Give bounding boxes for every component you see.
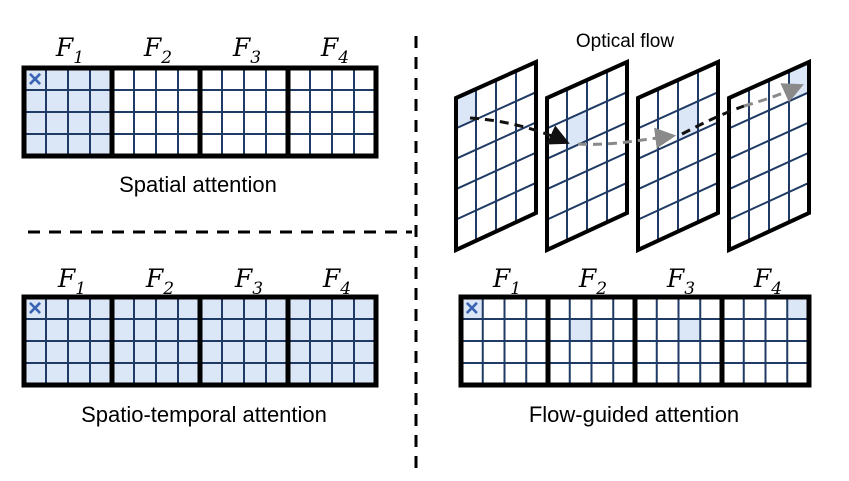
attended-cell <box>787 297 809 319</box>
frame-border <box>285 65 379 159</box>
spatiotemporal-frame-1 <box>21 294 115 388</box>
spatiotemporal-frame-2 <box>109 294 203 388</box>
flow-guided-caption: Flow-guided attention <box>529 402 739 427</box>
attended-cell <box>461 297 483 319</box>
grid-line <box>546 121 628 160</box>
grid-line <box>728 181 810 221</box>
frame-border <box>454 58 538 254</box>
flow-frame-2 <box>545 294 638 388</box>
spatial-frame-4 <box>285 65 379 159</box>
flow-guided-attention-strip: × <box>458 294 812 388</box>
spatial-label-f1: F1 <box>55 33 84 68</box>
grid-line <box>728 121 810 160</box>
spatiotemporal-frame-4 <box>285 294 379 388</box>
query-marker: × <box>465 295 479 322</box>
grid-line <box>728 151 810 191</box>
spatiotemporal-caption: Spatio-temporal attention <box>81 402 327 427</box>
grid-line <box>637 151 719 191</box>
grid-line <box>637 121 719 160</box>
frame-border <box>727 58 811 254</box>
skewed-frame-3 <box>636 58 720 254</box>
grid-line <box>546 151 628 191</box>
optical-flow-arrows <box>469 83 804 149</box>
spatiotemporal-label-f3: F3 <box>234 264 263 299</box>
grid-line <box>546 91 628 130</box>
frame-border <box>545 58 629 254</box>
flow-arrow-1 <box>469 116 570 145</box>
flow-label-f2: F2 <box>578 264 607 299</box>
spatial-label-f3: F3 <box>232 33 261 68</box>
grid-line <box>455 91 537 130</box>
frame-border <box>285 294 379 388</box>
grid-line <box>637 181 719 221</box>
query-marker: × <box>28 295 42 322</box>
attended-cell <box>678 319 701 341</box>
spatiotemporal-attention-strip: × <box>21 294 379 388</box>
attended-cell <box>569 319 592 341</box>
grid-line <box>455 151 537 191</box>
attended-cell <box>567 110 587 150</box>
spatial-attention-strip: × <box>21 65 379 159</box>
spatial-frame-3 <box>197 65 291 159</box>
flow-label-f1: F1 <box>492 264 521 299</box>
spatiotemporal-frame-3 <box>197 294 291 388</box>
spatial-frame-2 <box>109 65 203 159</box>
flow-frame-4 <box>719 294 812 388</box>
skewed-frame-4 <box>727 58 811 254</box>
flow-arrow-4 <box>743 83 804 108</box>
skewed-frame-stack <box>454 58 811 254</box>
query-marker: × <box>28 66 42 93</box>
frame-border <box>636 58 720 254</box>
grid-line <box>637 91 719 130</box>
flow-label-f4: F4 <box>753 264 782 299</box>
spatial-label-f4: F4 <box>320 33 349 68</box>
spatiotemporal-label-f2: F2 <box>145 264 174 299</box>
flow-arrow-3 <box>681 104 745 136</box>
grid-line <box>546 181 628 221</box>
optical-flow-title: Optical flow <box>576 31 674 52</box>
attended-cell <box>678 101 698 141</box>
grid-line <box>455 121 537 160</box>
spatial-label-f2: F2 <box>143 33 172 68</box>
frame-border <box>719 294 812 388</box>
flow-label-f3: F3 <box>666 264 695 299</box>
spatiotemporal-label-f4: F4 <box>322 264 351 299</box>
grid-line <box>455 181 537 221</box>
spatiotemporal-label-f1: F1 <box>57 264 86 299</box>
spatial-frame-1 <box>21 65 115 159</box>
skewed-frame-1 <box>454 58 538 254</box>
flow-frame-3 <box>632 294 725 388</box>
skewed-frame-2 <box>545 58 629 254</box>
flow-arrow-2 <box>577 127 677 149</box>
spatial-caption: Spatial attention <box>119 172 277 197</box>
